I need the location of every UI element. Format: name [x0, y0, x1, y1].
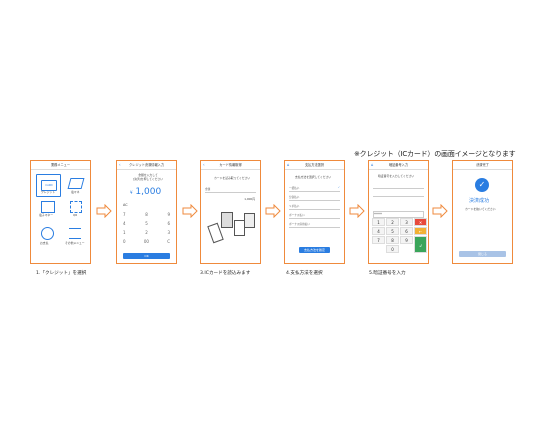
home-icon[interactable]: ⌂ [287, 162, 290, 167]
screen-header: 暗証番号入力 [388, 163, 409, 167]
key-6[interactable]: 6 [167, 221, 170, 226]
key-0[interactable]: 0 [386, 245, 399, 253]
method-instruction: 支払方法を選択してください [295, 175, 332, 179]
check-icon: ✓ [337, 186, 340, 189]
key-8[interactable]: 8 [145, 212, 148, 217]
key-8[interactable]: 8 [386, 236, 399, 244]
key-00[interactable]: 00 [143, 239, 149, 244]
menu-icon[interactable] [69, 228, 81, 239]
history-icon[interactable] [41, 227, 54, 240]
caption-step3: 3.ICカードを読込みます [200, 271, 251, 276]
tile-label: クレジット [41, 190, 55, 194]
amount-label: 金額 [205, 188, 211, 191]
amount-display: ¥ 1,000 [130, 187, 162, 197]
back-icon[interactable]: ‹ [203, 162, 205, 167]
arrow-right-icon [349, 204, 365, 218]
option-row[interactable]: 分割払い [289, 195, 340, 201]
screen-header: クレジット決済情報入力 [128, 163, 165, 167]
emoney-card-icon[interactable] [41, 201, 55, 213]
arrow-right-icon [96, 204, 112, 218]
emoney-icon[interactable] [67, 178, 85, 189]
card-icon: CARD [41, 180, 57, 191]
key-0[interactable]: 0 [123, 239, 126, 244]
key-5[interactable]: 5 [145, 221, 148, 226]
screen-amount: ‹ クレジット決済情報入力 金額を入力して [決済]を押してください ¥ 1,00… [116, 160, 177, 264]
screen-header: 決済完了 [453, 161, 512, 170]
clear-key[interactable]: ← [414, 227, 427, 235]
screen-menu: 業務メニュー CARD クレジット 電マネ 電子マネー QR お支払 その他メニ… [30, 160, 91, 264]
tile-label: 電子マネー [39, 213, 53, 217]
close-button[interactable]: 閉じる [459, 251, 506, 257]
success-check-icon: ✓ [475, 178, 489, 192]
arrow-right-icon [432, 204, 448, 218]
key-7[interactable]: 7 [372, 236, 385, 244]
arrow-right-icon [182, 204, 198, 218]
tile-label: QR [73, 213, 78, 217]
key-3[interactable]: 3 [400, 218, 413, 226]
tile-label: その他メニュー [65, 241, 85, 245]
amount-value: 1,000円 [244, 197, 255, 201]
caption-step1: 1.「クレジット」を選択 [36, 271, 87, 276]
screen-header: 業務メニュー [31, 161, 90, 170]
pin-field[interactable]: **** [373, 211, 424, 218]
ok-button[interactable]: OK [123, 253, 170, 259]
option-row[interactable]: 一括払い✓ [289, 186, 340, 192]
key-6[interactable]: 6 [400, 227, 413, 235]
key-9[interactable]: 9 [400, 236, 413, 244]
option-row[interactable]: ボーナス払い [289, 213, 340, 219]
key-2[interactable]: 2 [386, 218, 399, 226]
option-row[interactable]: ボーナス併用払い [289, 222, 340, 228]
clear-key[interactable]: C [167, 239, 170, 244]
enter-key[interactable]: ↲ [414, 236, 427, 253]
credit-tile[interactable]: CARD クレジット [36, 174, 61, 197]
remove-card-text: カードを抜いてください [465, 207, 496, 211]
caption-step5: 5.暗証番号を入力 [369, 271, 406, 276]
caption-step4: 4.支払方法を選択 [286, 271, 323, 276]
screen-payment-method: ⌂ 支払方法選択 支払方法を選択してください 一括払い✓ 分割払い リボ払い ボー… [284, 160, 345, 264]
back-icon[interactable]: ‹ [119, 162, 121, 167]
key-5[interactable]: 5 [386, 227, 399, 235]
home-icon[interactable]: ⌂ [371, 162, 374, 167]
card-insert-illustration-icon [206, 208, 256, 253]
info-note: ※クレジット（ICカード）の画面イメージとなります [354, 150, 516, 158]
key-4[interactable]: 4 [123, 221, 126, 226]
amount-hint: 金額を入力して [決済]を押してください [133, 173, 163, 181]
qr-icon[interactable] [70, 201, 82, 213]
status-text: 決済成功 [469, 198, 490, 204]
all-clear-key[interactable]: AC [123, 203, 128, 207]
key-3[interactable]: 3 [167, 230, 170, 235]
key-1[interactable]: 1 [372, 218, 385, 226]
screen-pin: ⌂ 暗証番号入力 暗証番号を入力してください **** 1 2 3 ✕ 4 5 6… [368, 160, 429, 264]
read-instruction: カードを読み取ってください [214, 176, 251, 180]
screen-header: カード情報取得 [219, 163, 242, 167]
screen-header: 支払方法選択 [304, 163, 325, 167]
arrow-right-icon [265, 204, 281, 218]
tile-label: お支払 [40, 241, 49, 245]
screen-card-read: ‹ カード情報取得 カードを読み取ってください 金額 1,000円 [200, 160, 261, 264]
option-row[interactable]: リボ払い [289, 204, 340, 210]
key-1[interactable]: 1 [123, 230, 126, 235]
confirm-method-button[interactable]: 支払方法を確定 [299, 247, 330, 253]
key-4[interactable]: 4 [372, 227, 385, 235]
cancel-key[interactable]: ✕ [414, 218, 427, 226]
tile-label: 電マネ [71, 190, 80, 194]
screen-complete: 決済完了 ✓ 決済成功 カードを抜いてください 閉じる [452, 160, 513, 264]
key-2[interactable]: 2 [145, 230, 148, 235]
key-9[interactable]: 9 [167, 212, 170, 217]
pin-instruction: 暗証番号を入力してください [378, 174, 415, 178]
key-7[interactable]: 7 [123, 212, 126, 217]
